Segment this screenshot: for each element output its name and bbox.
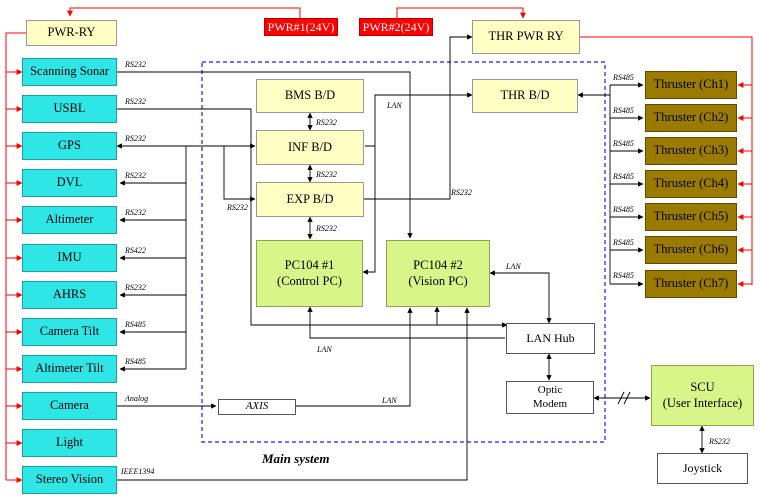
label-rs232-sonar: RS232	[125, 60, 146, 69]
pc2-title: PC104 #2	[413, 257, 463, 272]
label-rs422-imu: RS422	[125, 246, 146, 255]
label-rs485-ch3: RS485	[613, 139, 634, 148]
pc2-subtitle: (Vision PC)	[408, 273, 468, 288]
scu-title: SCU	[690, 379, 715, 394]
label-rs232-usbl: RS232	[125, 97, 146, 106]
label-rs232-bms-inf: RS232	[316, 118, 337, 127]
label-rs232-exp-thr: RS232	[451, 188, 472, 197]
optic-modem-block: Optic Modem	[506, 381, 594, 414]
pwr1-tag: PWR#1(24V)	[264, 18, 338, 36]
pc1-title: PC104 #1	[284, 257, 335, 272]
label-rs232-inf-exp: RS232	[316, 170, 337, 179]
camera-block: Camera	[22, 392, 117, 420]
ahrs-block: AHRS	[22, 281, 117, 309]
pwr-ry-block: PWR-RY	[26, 20, 117, 46]
label-rs485-camera-tilt: RS485	[125, 320, 146, 329]
label-lan-thr: LAN	[387, 101, 402, 110]
thruster-ch7: Thruster (Ch7)	[645, 270, 737, 298]
inf-board: INF B/D	[256, 130, 364, 165]
scanning-sonar-block: Scanning Sonar	[22, 58, 117, 86]
optic-modem-line2: Modem	[532, 397, 568, 410]
gps-block: GPS	[22, 132, 117, 160]
power-lines	[5, 7, 753, 483]
thruster-ch3: Thruster (Ch3)	[645, 137, 737, 165]
camera-tilt-block: Camera Tilt	[22, 318, 117, 346]
label-rs485-ch7: RS485	[613, 271, 634, 280]
pwr2-tag: PWR#2(24V)	[359, 18, 433, 36]
stereo-vision-block: Stereo Vision	[22, 466, 117, 494]
joystick-block: Joystick	[657, 453, 748, 484]
label-rs232-joystick: RS232	[709, 437, 730, 446]
thruster-ch4: Thruster (Ch4)	[645, 170, 737, 198]
label-rs485-altimeter-tilt: RS485	[125, 357, 146, 366]
label-rs232-ahrs: RS232	[125, 283, 146, 292]
label-lan-pc1-hub: LAN	[317, 345, 332, 354]
thruster-ch6: Thruster (Ch6)	[645, 236, 737, 264]
pc104-vision-pc: PC104 #2 (Vision PC)	[386, 240, 490, 307]
main-system-title: Main system	[262, 451, 330, 466]
label-rs232-exp-left: RS232	[227, 203, 248, 212]
pc1-subtitle: (Control PC)	[277, 273, 342, 288]
label-rs485-ch2: RS485	[613, 106, 634, 115]
altimeter-block: Altimeter	[22, 206, 117, 234]
scu-block: SCU (User Interface)	[651, 365, 754, 426]
label-rs485-ch5: RS485	[613, 205, 634, 214]
label-analog-camera: Analog	[125, 394, 149, 403]
thruster-ch2: Thruster (Ch2)	[645, 104, 737, 132]
bms-board: BMS B/D	[256, 79, 364, 113]
label-rs232-gps: RS232	[125, 134, 146, 143]
pc104-control-pc: PC104 #1 (Control PC)	[256, 240, 363, 307]
scu-subtitle: (User Interface)	[662, 395, 743, 410]
label-rs232-dvl: RS232	[125, 171, 146, 180]
imu-block: IMU	[22, 244, 117, 272]
label-rs232-exp-pc1: RS232	[316, 224, 337, 233]
thr-board: THR B/D	[472, 79, 578, 113]
label-rs485-ch4: RS485	[613, 172, 634, 181]
optic-modem-line1: Optic	[537, 383, 563, 396]
label-rs485-ch1: RS485	[613, 73, 634, 82]
label-lan-axis-pc2: LAN	[382, 396, 397, 405]
label-ieee1394-stereo: IEEE1394	[121, 467, 155, 476]
signal-lines	[116, 34, 705, 481]
dvl-block: DVL	[22, 169, 117, 197]
label-lan-pc2-hub: LAN	[506, 262, 521, 271]
usbl-block: USBL	[22, 95, 117, 123]
exp-board: EXP B/D	[256, 182, 364, 217]
axis-block: AXIS	[218, 399, 296, 415]
label-rs232-altimeter: RS232	[125, 208, 146, 217]
label-rs485-ch6: RS485	[613, 238, 634, 247]
main-system-frame	[201, 61, 606, 443]
thr-pwr-ry-block: THR PWR RY	[472, 20, 580, 54]
lan-hub-block: LAN Hub	[506, 323, 595, 354]
altimeter-tilt-block: Altimeter Tilt	[22, 355, 117, 383]
thruster-ch1: Thruster (Ch1)	[645, 71, 737, 99]
light-block: Light	[22, 429, 117, 457]
thruster-ch5: Thruster (Ch5)	[645, 203, 737, 231]
